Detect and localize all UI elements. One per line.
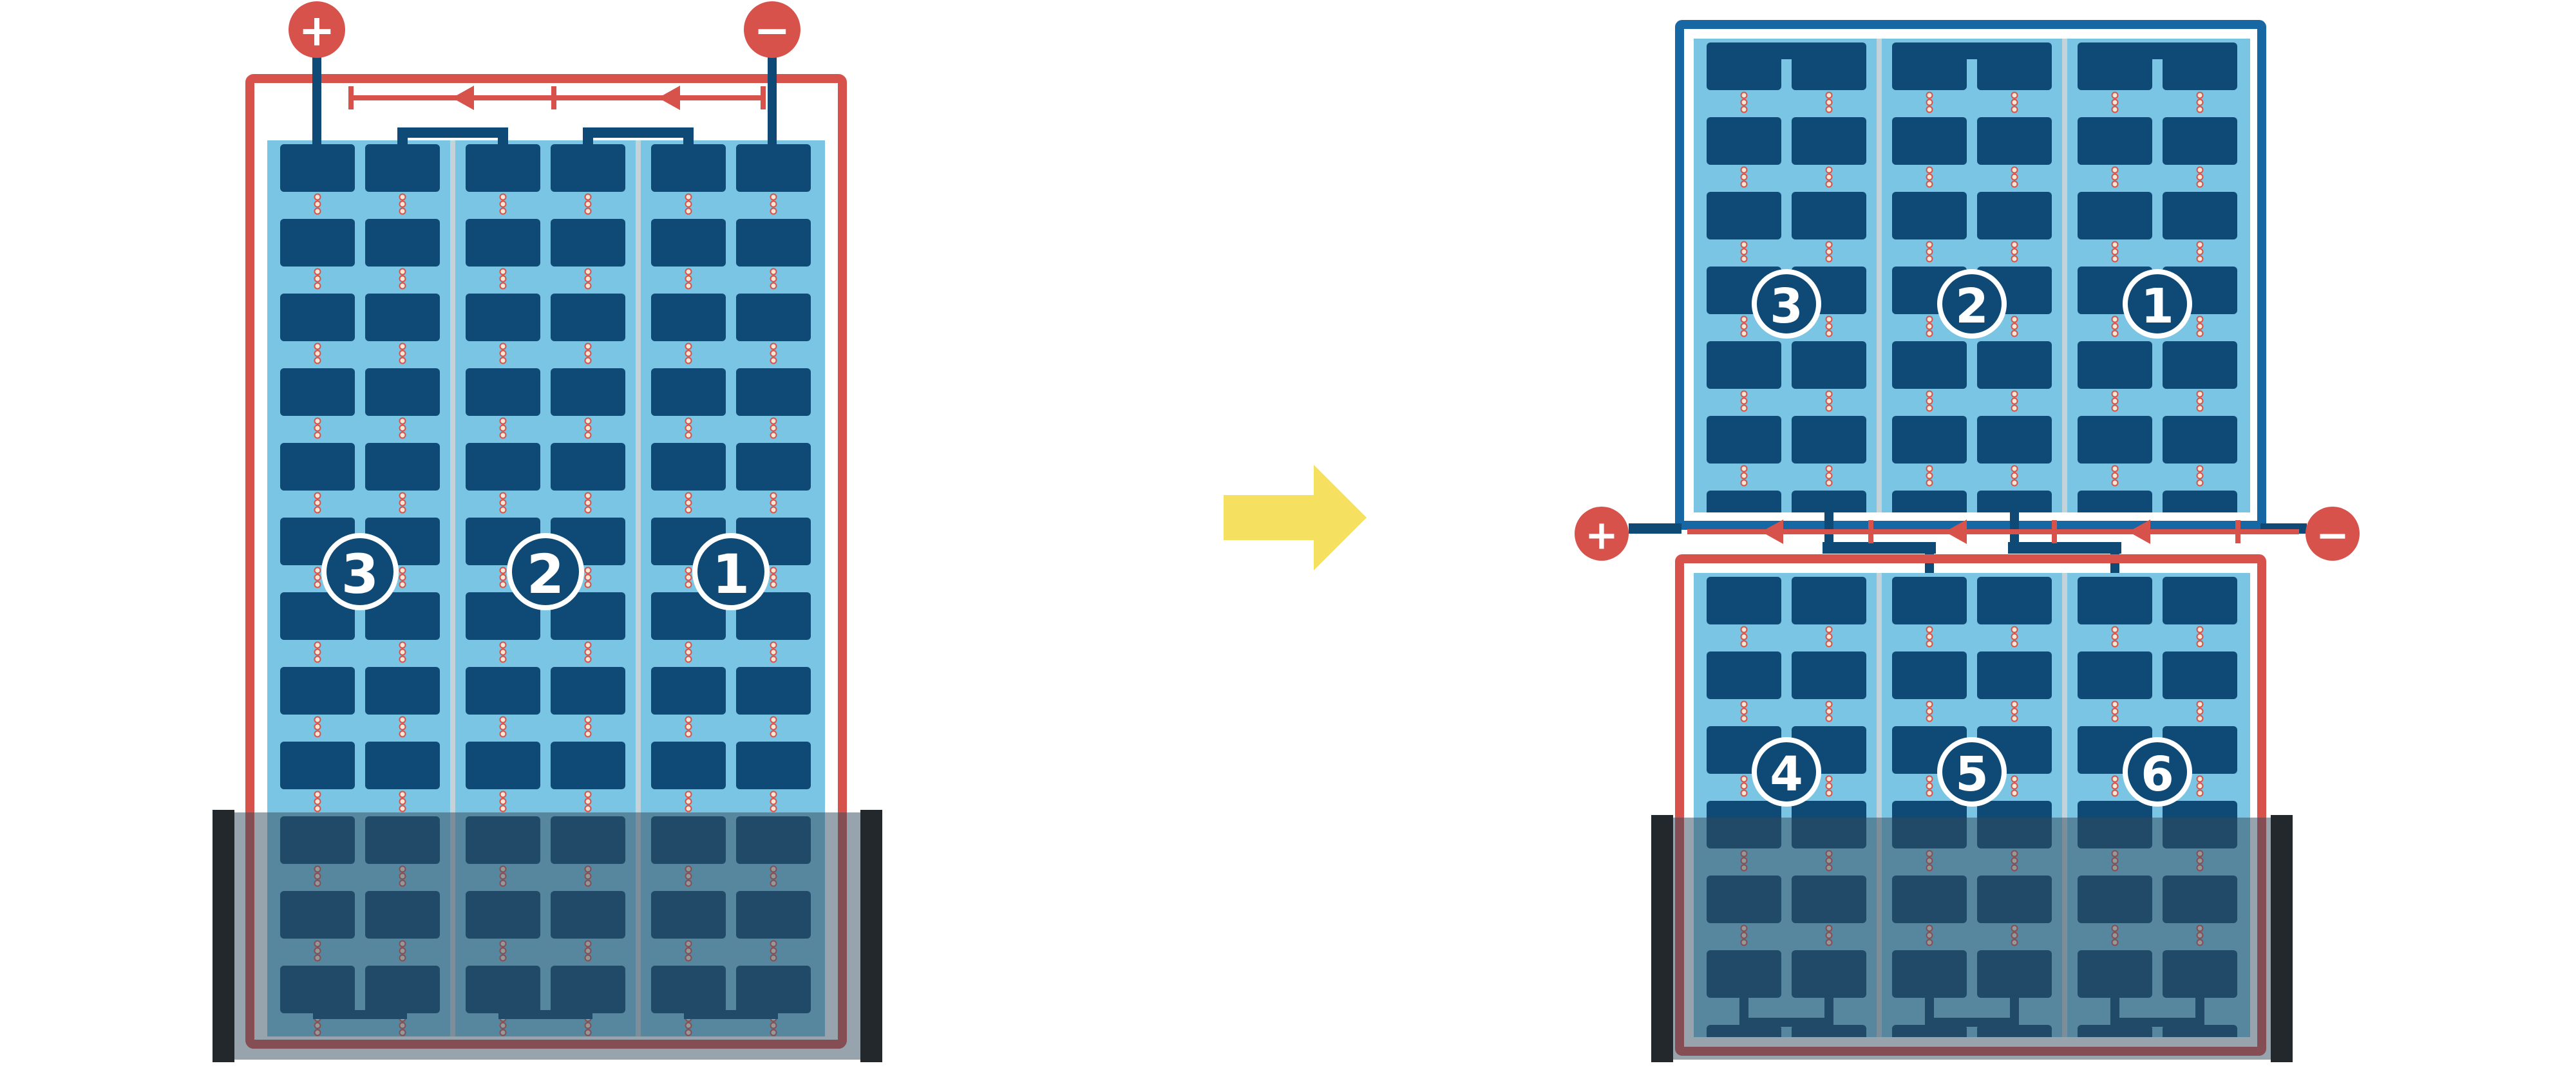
right-string-6-badge <box>2123 737 2192 807</box>
right-string-4-badge <box>1752 737 1821 807</box>
right-top-bus-2 <box>1918 42 2026 59</box>
left-shade-bar-right <box>860 810 882 1062</box>
right-positive-stub <box>1629 523 1681 534</box>
left-string-2-badge <box>507 533 584 610</box>
right-string-3-badge <box>1752 269 1821 339</box>
left-arrowhead-1 <box>452 86 474 110</box>
right-string-2-label: 2 <box>1955 279 1989 334</box>
mid-series-bar-2 <box>2008 542 2121 554</box>
left-string-1-label: 1 <box>712 543 750 606</box>
right-string-1-label: 1 <box>2141 279 2174 334</box>
mid-series-bar-1 <box>1823 542 1936 554</box>
right-top-bus-3 <box>2103 42 2211 59</box>
right-top-bus-1 <box>1732 42 1841 59</box>
left-string-badges: 3 2 1 <box>321 533 770 610</box>
right-string-1-badge <box>2123 269 2192 339</box>
right-arrowhead-2 <box>1945 520 1967 544</box>
right-string-5-label: 5 <box>1955 747 1989 802</box>
right-assembly: 3 2 1 + − <box>1575 20 2360 1062</box>
left-current-direction <box>348 86 766 110</box>
right-negative-terminal <box>2306 507 2360 561</box>
left-plus-symbol: + <box>299 6 336 57</box>
right-arrowhead-1 <box>1761 520 1783 544</box>
right-top-frame <box>1675 20 2266 530</box>
right-positive-terminal <box>1575 507 1629 561</box>
left-top-bus-bridge-2 <box>583 127 694 169</box>
left-shade-bar-left <box>213 810 234 1062</box>
left-string-3-badge <box>321 533 399 610</box>
right-shade-bar-right <box>2271 815 2293 1062</box>
left-assembly: 3 2 1 + − <box>213 1 882 1062</box>
right-plus-symbol: + <box>1585 512 1618 559</box>
right-arrowhead-3 <box>2128 520 2150 544</box>
left-string-3-label: 3 <box>341 543 379 606</box>
left-string-1-badge <box>692 533 770 610</box>
right-string-3-label: 3 <box>1770 279 1803 334</box>
right-shade-bar-left <box>1651 815 1673 1062</box>
left-arrowhead-2 <box>658 86 680 110</box>
left-minus-symbol: − <box>754 6 791 57</box>
right-shade-overlay <box>1651 818 2293 1060</box>
right-string-5-badge <box>1937 737 2007 807</box>
right-string-6-label: 6 <box>2141 747 2174 802</box>
right-minus-symbol: − <box>2316 512 2349 559</box>
transform-arrow-icon <box>1224 465 1367 570</box>
right-middle-interconnect: + − <box>1575 507 2360 576</box>
left-positive-terminal <box>289 1 345 58</box>
left-shade-overlay <box>213 812 882 1060</box>
left-string-2-label: 2 <box>527 543 564 606</box>
left-top-bus-bridge-1 <box>397 127 508 169</box>
right-top-string-badges: 3 2 1 <box>1752 269 2192 339</box>
right-string-4-label: 4 <box>1770 747 1803 802</box>
left-negative-terminal <box>744 1 800 58</box>
right-bottom-string-badges: 4 5 6 <box>1752 737 2192 807</box>
right-string-2-badge <box>1937 269 2007 339</box>
